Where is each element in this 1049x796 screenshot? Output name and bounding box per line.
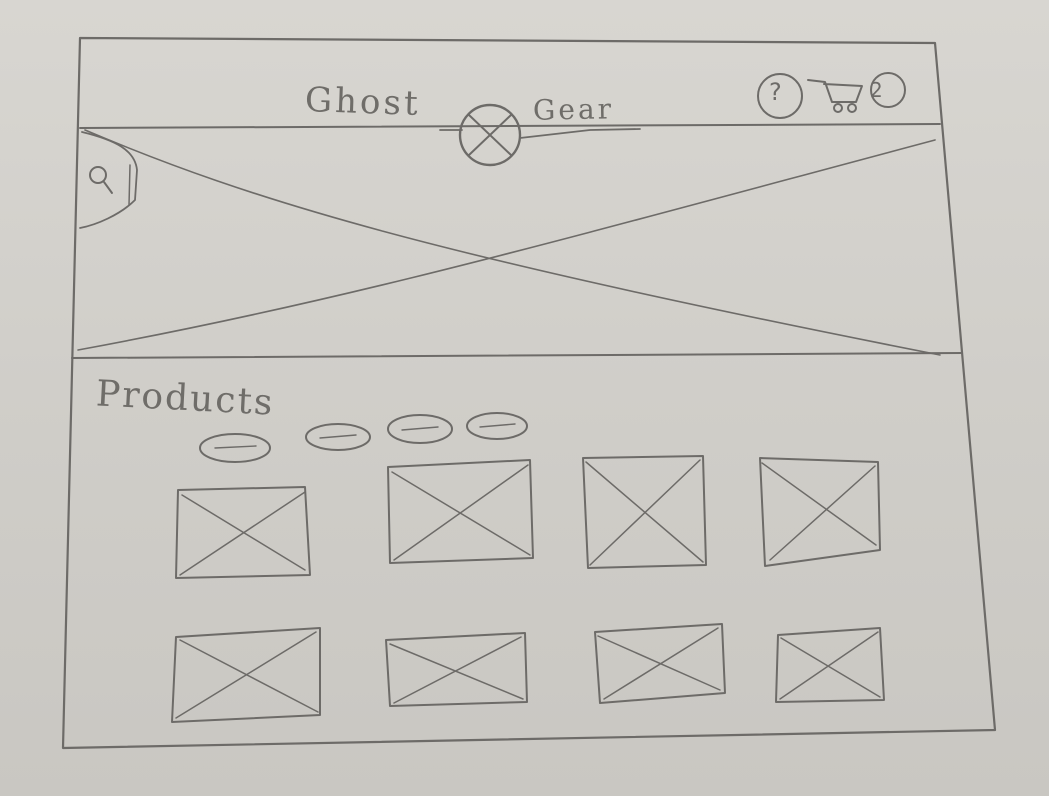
- filter-pill-1[interactable]: [199, 433, 271, 463]
- filter-pills[interactable]: [199, 412, 528, 463]
- filter-pill-3[interactable]: [387, 414, 453, 444]
- header-divider: [79, 123, 941, 129]
- hero-divider: [71, 352, 963, 359]
- product-card-8[interactable]: [775, 627, 885, 703]
- page-frame: [61, 36, 997, 750]
- hero-image-placeholder: [77, 129, 941, 356]
- product-card-5[interactable]: [171, 627, 321, 723]
- product-card-3[interactable]: [582, 455, 707, 569]
- help-icon[interactable]: [757, 73, 803, 119]
- product-card-6[interactable]: [385, 632, 528, 707]
- filter-pill-4[interactable]: [466, 412, 528, 440]
- cart-count-badge[interactable]: [870, 72, 906, 108]
- product-card-4[interactable]: [759, 457, 881, 567]
- help-button[interactable]: ?: [769, 78, 782, 106]
- brand-name-left: Ghost: [304, 79, 422, 125]
- product-card-2[interactable]: [387, 459, 534, 564]
- logo-icon[interactable]: [458, 103, 522, 167]
- search-icon[interactable]: [79, 131, 138, 229]
- cart-icon[interactable]: [807, 79, 863, 113]
- brand-underline: [439, 128, 641, 139]
- product-card-1[interactable]: [175, 486, 311, 579]
- cart-count-label[interactable]: 2: [870, 78, 883, 102]
- product-card-7[interactable]: [594, 623, 726, 704]
- brand-name-right: Gear: [532, 92, 615, 127]
- filter-pill-2[interactable]: [305, 423, 371, 451]
